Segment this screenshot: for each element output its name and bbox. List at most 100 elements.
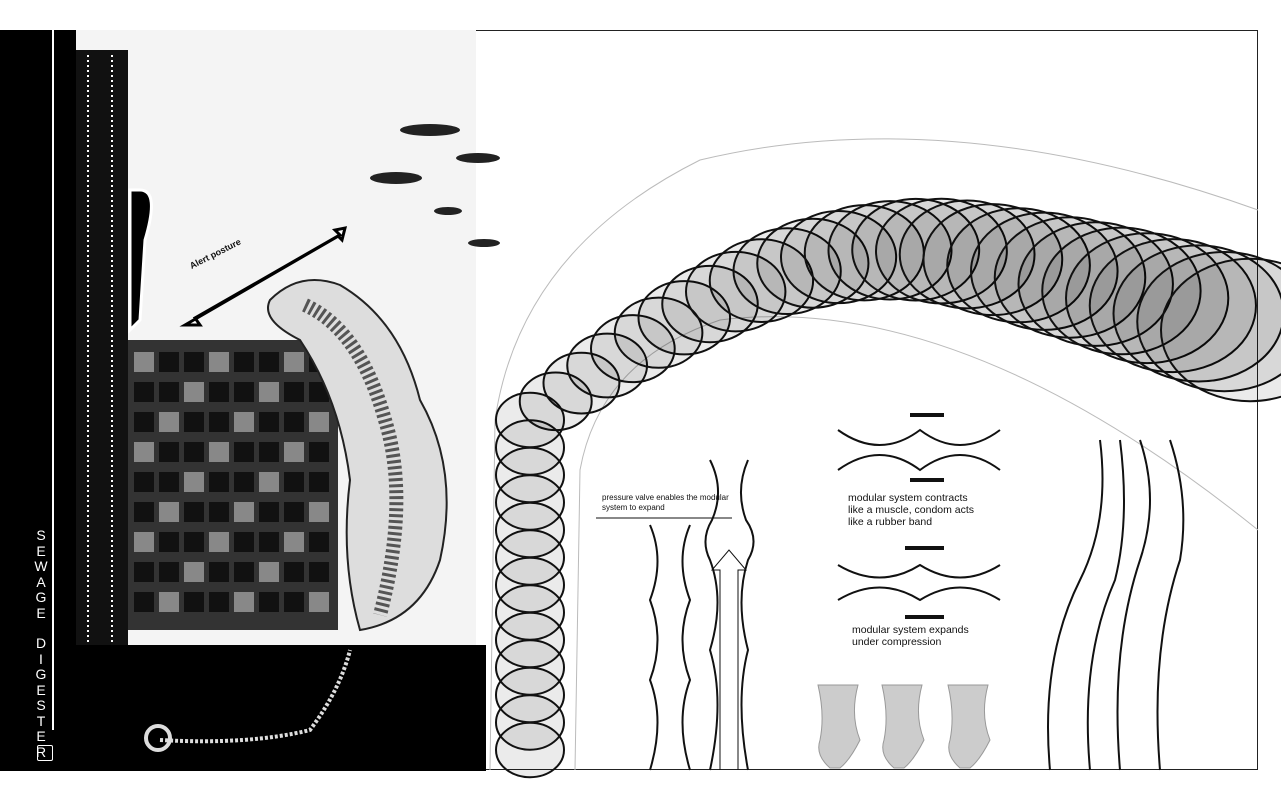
- airplane-icon: [370, 172, 422, 184]
- title-letter: A: [36, 573, 46, 590]
- building-window: [284, 442, 304, 462]
- tube-ring: [590, 314, 676, 384]
- building-window: [209, 592, 229, 612]
- checkbox-square-icon: [37, 745, 53, 761]
- hose: [159, 649, 352, 744]
- building-window: [134, 352, 154, 372]
- sewage-tube: [267, 279, 448, 632]
- hose-coil: [144, 724, 172, 752]
- building-window: [209, 382, 229, 402]
- tower-facade: [76, 50, 128, 650]
- building-window: [209, 502, 229, 522]
- title-letter: R: [35, 743, 47, 760]
- flex-columns: [1047, 439, 1185, 771]
- building-window: [184, 532, 204, 552]
- building-window: [209, 472, 229, 492]
- valve-column: [704, 459, 755, 771]
- vertical-rule: [52, 30, 54, 730]
- module-column: [648, 524, 692, 771]
- building-window: [184, 382, 204, 402]
- expands-annotation: modular system expands under compression: [852, 624, 969, 648]
- building-window: [309, 472, 329, 492]
- title-letter: S: [36, 527, 46, 543]
- building-window: [309, 592, 329, 612]
- airplane-icon: [468, 239, 500, 247]
- title-letter: G: [35, 589, 47, 605]
- building-window: [159, 532, 179, 552]
- building-window: [134, 562, 154, 582]
- building-window: [209, 412, 229, 432]
- title-letter: E: [36, 681, 46, 698]
- building-window: [184, 472, 204, 492]
- building-window: [209, 442, 229, 462]
- building-window: [234, 382, 254, 402]
- tube-ring: [898, 199, 1036, 310]
- tube-ring: [922, 203, 1064, 317]
- sidebar: [0, 30, 76, 771]
- airplane-icon: [434, 207, 462, 215]
- title-letter: D: [35, 635, 47, 651]
- building-window: [184, 412, 204, 432]
- building-window: [284, 382, 304, 402]
- building-window: [259, 592, 279, 612]
- building-window: [259, 532, 279, 552]
- building-window: [284, 412, 304, 432]
- building-window: [159, 412, 179, 432]
- title-letter: E: [36, 728, 46, 744]
- building-window: [284, 502, 304, 522]
- building-window: [134, 472, 154, 492]
- valve-annotation: pressure valve enables the modular syste…: [602, 493, 729, 512]
- tube-ring: [542, 351, 621, 415]
- building-window: [159, 442, 179, 462]
- building-window: [234, 562, 254, 582]
- collage: [76, 30, 500, 771]
- building-window: [184, 352, 204, 372]
- contract-module: [837, 428, 1001, 472]
- title-letter: W: [34, 558, 48, 574]
- title-letter: E: [36, 542, 46, 559]
- building-window: [184, 442, 204, 462]
- building-window: [259, 562, 279, 582]
- building-window: [259, 502, 279, 522]
- ground-block: [76, 645, 486, 771]
- building-window: [309, 382, 329, 402]
- building-window: [159, 382, 179, 402]
- tube-ring: [1136, 250, 1281, 393]
- tube-core: [301, 298, 404, 617]
- building-window: [234, 502, 254, 522]
- building-window: [184, 562, 204, 582]
- building-window: [234, 352, 254, 372]
- building-window: [259, 442, 279, 462]
- airplane-icon: [456, 153, 500, 163]
- building-window: [134, 532, 154, 552]
- building-window: [234, 412, 254, 432]
- title-letter: E: [36, 604, 46, 621]
- project-title: S E W A G E D I G E S T E R: [34, 527, 48, 760]
- building-window: [134, 442, 154, 462]
- building-window: [259, 472, 279, 492]
- building-window: [159, 472, 179, 492]
- building-window: [134, 412, 154, 432]
- building-window: [159, 562, 179, 582]
- pressure-arrow-icon: [710, 549, 748, 770]
- building-window: [184, 502, 204, 522]
- building-window: [184, 592, 204, 612]
- building-window: [234, 442, 254, 462]
- building-window: [284, 532, 304, 552]
- title-letter: T: [36, 712, 46, 729]
- tube-ring: [637, 280, 732, 356]
- title-letter: I: [39, 650, 43, 667]
- building-window: [284, 472, 304, 492]
- building-window: [309, 442, 329, 462]
- building-window: [209, 532, 229, 552]
- building-window: [259, 382, 279, 402]
- airplanes: [370, 124, 500, 247]
- airplane-icon: [400, 124, 460, 136]
- tube-ring: [613, 296, 704, 369]
- building-window: [134, 502, 154, 522]
- building-window: [159, 592, 179, 612]
- building-window: [259, 352, 279, 372]
- title-letter: S: [36, 697, 46, 713]
- building-window: [209, 352, 229, 372]
